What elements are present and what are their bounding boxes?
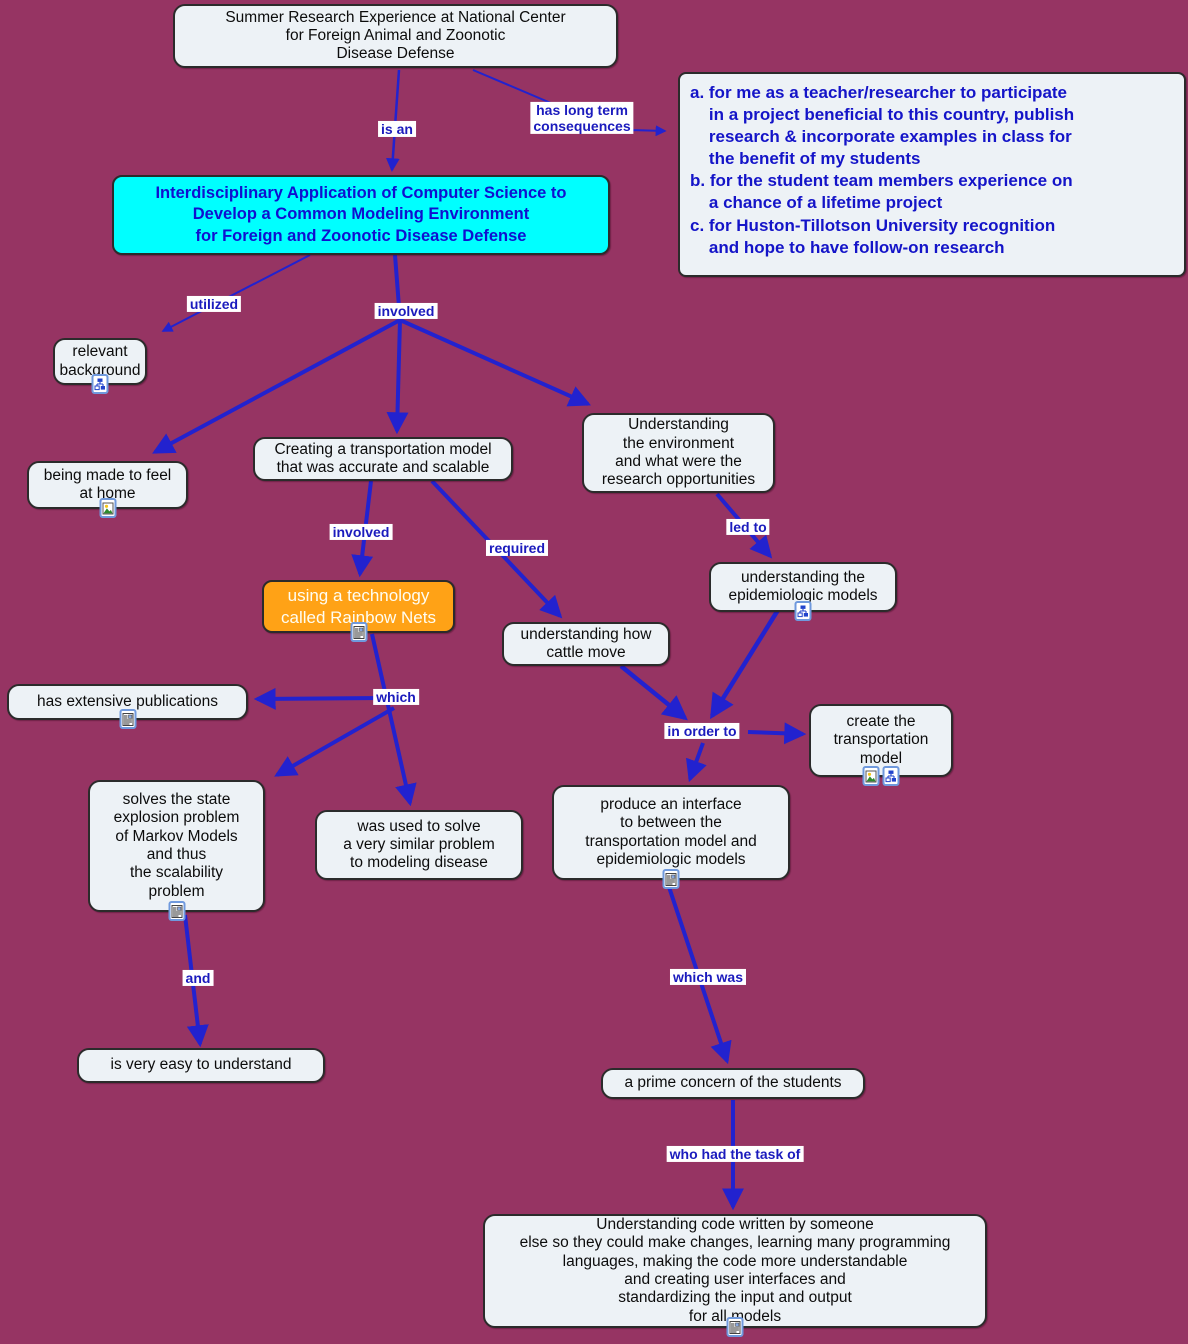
node-interdisciplinary-application[interactable]: Interdisciplinary Application of Compute… xyxy=(112,175,610,255)
edge-line xyxy=(686,742,707,783)
node-creating-transportation-model[interactable]: Creating a transportation model that was… xyxy=(253,437,513,481)
edge-line xyxy=(399,318,592,407)
node-text: Creating a transportation model that was… xyxy=(274,440,492,476)
node-text: using a technology called Rainbow Nets xyxy=(281,586,436,627)
resource-icon-row xyxy=(91,374,109,394)
node-text: create the transportation model xyxy=(833,713,929,767)
edge-line xyxy=(710,608,780,720)
doc-icon[interactable] xyxy=(119,709,136,729)
link-label-and[interactable]: and xyxy=(182,969,214,987)
node-text: relevant background xyxy=(59,343,141,379)
node-text: a. for me as a teacher/researcher to par… xyxy=(690,83,1075,257)
node-long-term-consequences-goals[interactable]: a. for me as a teacher/researcher to par… xyxy=(678,72,1186,277)
edge-line xyxy=(161,254,311,332)
link-label-involved-2[interactable]: involved xyxy=(329,523,393,541)
image-icon[interactable] xyxy=(862,766,880,786)
edge-line xyxy=(370,633,417,807)
link-label-has-long-term-consequences[interactable]: has long term consequences xyxy=(530,101,634,135)
image-icon[interactable] xyxy=(99,498,116,518)
link-label-utilized[interactable]: utilized xyxy=(186,295,242,313)
node-understanding-the-environment[interactable]: Understanding the environment and what w… xyxy=(582,413,775,493)
resource-icon-row xyxy=(794,601,812,621)
link-label-involved-1[interactable]: involved xyxy=(374,302,438,320)
cmap-icon[interactable] xyxy=(882,766,900,786)
edge-line xyxy=(385,69,401,173)
node-text: was used to solve a very similar problem… xyxy=(343,817,495,872)
doc-icon[interactable] xyxy=(662,869,680,889)
doc-icon[interactable] xyxy=(350,622,367,642)
link-label-which[interactable]: which xyxy=(373,688,419,706)
resource-icon-row xyxy=(350,622,367,642)
node-understanding-code[interactable]: Understanding code written by someone el… xyxy=(483,1214,987,1337)
resource-icon-row xyxy=(662,869,680,889)
link-label-who-had-the-task-of[interactable]: who had the task of xyxy=(666,1145,804,1163)
node-create-the-transportation-model[interactable]: create the transportation model xyxy=(809,704,953,786)
node-solves-state-explosion[interactable]: solves the state explosion problem of Ma… xyxy=(88,780,265,921)
edge-line xyxy=(274,706,395,777)
node-rainbow-nets[interactable]: using a technology called Rainbow Nets xyxy=(262,580,455,642)
node-text: is very easy to understand xyxy=(110,1056,292,1074)
node-produce-an-interface[interactable]: produce an interface to between the tran… xyxy=(552,785,790,889)
node-text: being made to feel at home xyxy=(43,466,172,502)
edge-line xyxy=(747,722,807,745)
cmap-icon[interactable] xyxy=(794,601,812,621)
link-label-required[interactable]: required xyxy=(485,539,549,557)
edge-line xyxy=(386,319,409,435)
resource-icon-row xyxy=(726,1317,744,1337)
resource-icon-row xyxy=(99,498,116,518)
node-being-made-to-feel-at-home[interactable]: being made to feel at home xyxy=(27,461,188,518)
node-text: Understanding code written by someone el… xyxy=(519,1216,951,1325)
resource-icon-row xyxy=(119,709,136,729)
node-text: Interdisciplinary Application of Compute… xyxy=(155,183,567,245)
link-label-which-was[interactable]: which was xyxy=(669,968,747,986)
node-text: has extensive publications xyxy=(37,692,218,710)
node-summer-research-experience[interactable]: Summer Research Experience at National C… xyxy=(173,4,618,68)
node-was-used-to-solve[interactable]: was used to solve a very similar problem… xyxy=(315,810,523,880)
node-text: understanding how cattle move xyxy=(520,625,652,661)
edge-line xyxy=(619,664,688,721)
link-label-is-an[interactable]: is an xyxy=(378,120,416,138)
node-text: understanding the epidemiologic models xyxy=(728,568,878,604)
node-text: solves the state explosion problem of Ma… xyxy=(113,791,240,900)
link-label-led-to[interactable]: led to xyxy=(726,518,770,536)
resource-icon-row xyxy=(862,766,900,786)
node-text: a prime concern of the students xyxy=(624,1074,842,1092)
doc-icon[interactable] xyxy=(726,1317,744,1337)
cmap-icon[interactable] xyxy=(91,374,109,394)
doc-icon[interactable] xyxy=(168,901,185,921)
node-relevant-background[interactable]: relevant background xyxy=(53,338,147,394)
node-has-extensive-publications[interactable]: has extensive publications xyxy=(7,684,248,729)
node-understanding-epidemiologic-models[interactable]: understanding the epidemiologic models xyxy=(709,562,897,621)
node-text: Understanding the environment and what w… xyxy=(601,416,756,489)
node-text: produce an interface to between the tran… xyxy=(585,795,757,868)
node-a-prime-concern[interactable]: a prime concern of the students xyxy=(601,1068,865,1099)
edge-line xyxy=(253,687,391,710)
node-understanding-how-cattle-move[interactable]: understanding how cattle move xyxy=(502,622,670,666)
link-label-in-order-to[interactable]: in order to xyxy=(664,722,740,740)
node-is-very-easy-to-understand[interactable]: is very easy to understand xyxy=(77,1048,325,1083)
node-text: Summer Research Experience at National C… xyxy=(225,8,566,63)
resource-icon-row xyxy=(168,901,185,921)
edge-line xyxy=(152,318,401,454)
